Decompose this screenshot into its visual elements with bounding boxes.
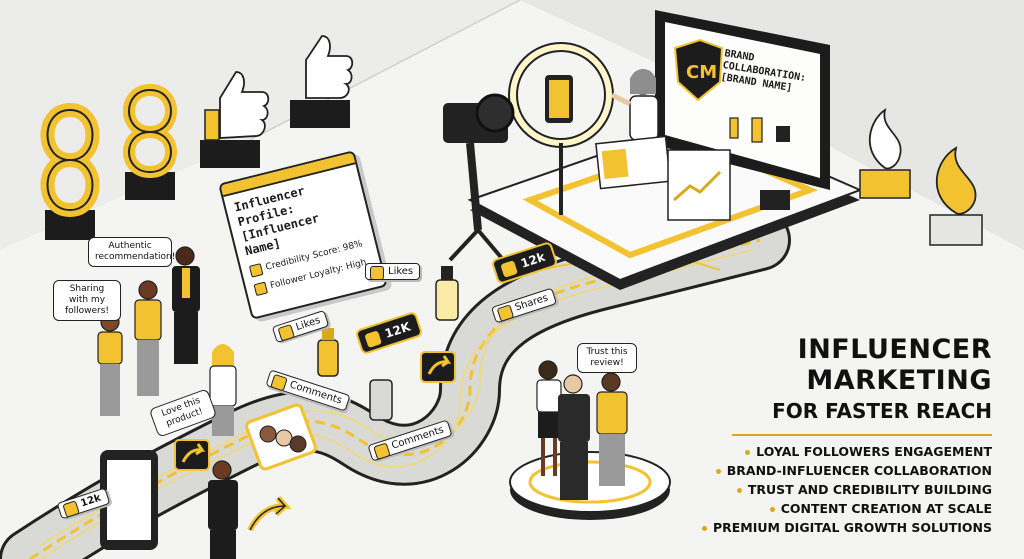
brand-shield-icon	[673, 38, 724, 102]
benefit-item: TRUST AND CREDIBILITY BUILDING	[702, 480, 992, 499]
count-chip-top-label: 12k	[519, 249, 547, 271]
product-bottle-2	[317, 328, 339, 377]
count-chip-low-label: 12k	[79, 492, 103, 510]
road-glow-line	[29, 238, 761, 559]
analytics-card	[667, 149, 731, 221]
benefits-list: LOYAL FOLLOWERS ENGAGEMENT BRAND-INFLUEN…	[701, 442, 992, 537]
person-woman-platform	[536, 360, 562, 476]
bubble-trust: Trust this review!	[577, 343, 637, 373]
person-man-yellow	[134, 280, 162, 396]
svg-text:CM: CM	[686, 62, 717, 83]
bullet-dot-icon	[715, 469, 721, 474]
benefit-item: LOYAL FOLLOWERS ENGAGEMENT	[702, 442, 992, 461]
headline-block: INFLUENCER MARKETING FOR FASTER REACH LO…	[701, 334, 992, 537]
bubble-sharing: Sharing with my followers!	[53, 280, 121, 321]
bubble-authentic: Authentic recommendation!	[88, 237, 175, 267]
thumbs-up-icon-2	[290, 35, 354, 128]
avatar-group	[245, 403, 317, 471]
phone-on-road	[369, 379, 393, 421]
share-arrow-icon	[174, 439, 210, 471]
thumbs-up-icon	[364, 330, 382, 349]
person-woman-blonde	[209, 344, 237, 436]
back-wall-right	[520, 0, 1024, 250]
person-man-suit	[172, 246, 200, 364]
benefit-item: PREMIUM DIGITAL GROWTH SOLUTIONS	[701, 518, 992, 537]
headline-divider	[732, 434, 992, 436]
trophy-right-1	[859, 107, 911, 199]
headline-line3: FOR FASTER REACH	[772, 399, 992, 423]
product-bottle-1	[435, 266, 459, 321]
heart-icon	[500, 260, 518, 278]
bullet-dot-icon	[769, 507, 775, 512]
chip-likes-top-label: Likes	[388, 266, 414, 277]
count-chip-mid-label: 12K	[383, 319, 413, 341]
trophy-right-2	[929, 146, 983, 246]
check-icon	[248, 263, 264, 278]
benefit-item: BRAND-INFLUENCER COLLABORATION	[702, 461, 992, 480]
headline-line2: MARKETING	[806, 365, 992, 396]
like-icon	[370, 266, 384, 280]
bullet-dot-icon	[701, 526, 707, 531]
users-icon	[253, 281, 269, 297]
share-arrow-icon-2	[420, 351, 456, 383]
person-man-platform-suit	[558, 374, 590, 500]
thumbs-up-icon	[200, 71, 270, 168]
share-arrow-icon-3	[247, 496, 292, 532]
chip-likes-top: Likes	[365, 263, 421, 280]
trophy-8-left	[40, 102, 100, 240]
benefit-item: CONTENT CREATION AT SCALE	[702, 499, 992, 518]
bullet-dot-icon	[736, 488, 742, 493]
person-man-platform-yellow	[596, 372, 628, 486]
trophy-8-right	[123, 83, 177, 200]
person-woman-left	[97, 309, 123, 416]
bullet-dot-icon	[745, 450, 751, 455]
headline-line1: INFLUENCER	[797, 334, 992, 365]
person-man-bottom	[208, 460, 238, 559]
